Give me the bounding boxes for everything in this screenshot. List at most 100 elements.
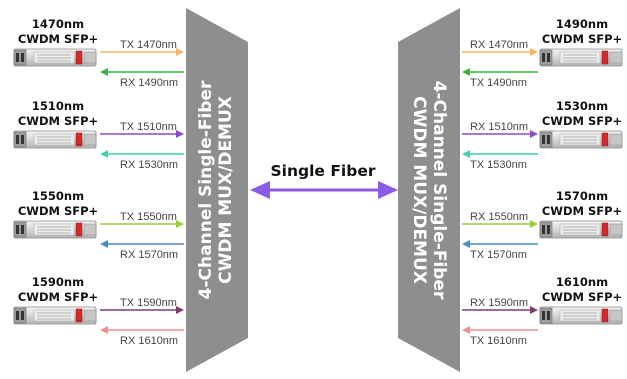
right-tx-arrow [462, 326, 538, 334]
left-module-type: CWDM SFP+ [18, 204, 98, 218]
sfp-transceiver-icon [13, 48, 97, 67]
right-mux-label-line2: CWDM MUX/DEMUX [409, 96, 429, 284]
left-mux-label-line1: 4-Channel Single-Fiber [196, 80, 216, 299]
right-tx-arrow [462, 68, 538, 76]
single-fiber-link: Single Fiber [250, 162, 398, 199]
left-module-wavelength: 1550nm [32, 189, 84, 203]
sfp-port-hole [21, 311, 24, 320]
right-mux-demux: 4-Channel Single-Fiber CWDM MUX/DEMUX [398, 8, 460, 372]
right-module-type: CWDM SFP+ [542, 204, 622, 218]
sfp-port [539, 131, 553, 148]
sfp-rear [609, 51, 623, 64]
sfp-port-hole [547, 311, 550, 320]
sfp-latch [75, 222, 83, 237]
sfp-port-hole [547, 135, 550, 144]
left-tx-label: TX 1510nm [120, 121, 177, 133]
sfp-rear [83, 51, 97, 64]
left-rx-arrow [100, 150, 184, 158]
sfp-port-hole [542, 225, 545, 234]
left-tx-arrow [100, 220, 184, 228]
right-tx-arrow [462, 240, 538, 248]
left-module-wavelength: 1470nm [32, 17, 84, 31]
sfp-rear [609, 223, 623, 236]
channel-arrowhead [100, 240, 108, 248]
left-module-type: CWDM SFP+ [18, 32, 98, 46]
sfp-label-sticker [559, 51, 601, 64]
sfp-latch [601, 222, 609, 237]
single-fiber-label: Single Fiber [271, 162, 376, 180]
sfp-rear [83, 133, 97, 146]
left-rx-label: RX 1490nm [120, 77, 178, 89]
sfp-port [13, 49, 27, 66]
left-tx-arrow [100, 306, 184, 314]
channel-arrowhead [176, 130, 184, 138]
channel-arrowhead [530, 48, 538, 56]
sfp-latch [601, 132, 609, 147]
sfp-port-hole [16, 135, 19, 144]
left-rx-arrow [100, 240, 184, 248]
right-rx-arrow [462, 48, 538, 56]
sfp-rear [609, 133, 623, 146]
left-mux-label-line2: CWDM MUX/DEMUX [216, 96, 236, 284]
left-rx-label: RX 1530nm [120, 159, 178, 171]
sfp-transceiver-icon [539, 306, 623, 325]
channel-arrowhead [462, 68, 470, 76]
left-rx-arrow [100, 326, 184, 334]
sfp-port-hole [547, 225, 550, 234]
right-rx-arrow [462, 220, 538, 228]
sfp-label-sticker [33, 51, 75, 64]
sfp-label-sticker [559, 309, 601, 322]
channel-arrowhead [462, 150, 470, 158]
sfp-latch [75, 132, 83, 147]
right-module-type: CWDM SFP+ [542, 290, 622, 304]
channel-arrowhead [530, 306, 538, 314]
left-mux-body [186, 8, 248, 372]
sfp-port [13, 307, 27, 324]
sfp-port-hole [542, 53, 545, 62]
channel-arrowhead [462, 326, 470, 334]
sfp-port-hole [542, 311, 545, 320]
sfp-port-hole [21, 225, 24, 234]
left-mux-demux: 4-Channel Single-Fiber CWDM MUX/DEMUX [186, 8, 248, 372]
right-module-wavelength: 1570nm [556, 189, 608, 203]
single-fiber-arrowhead-left [250, 181, 270, 199]
sfp-rear [83, 309, 97, 322]
left-tx-label: TX 1590nm [120, 297, 177, 309]
sfp-transceiver-icon [539, 130, 623, 149]
right-rx-label: RX 1470nm [470, 39, 528, 51]
sfp-port-hole [547, 53, 550, 62]
sfp-port-hole [542, 135, 545, 144]
channel-arrowhead [176, 220, 184, 228]
sfp-port [539, 221, 553, 238]
right-mux-label-line1: 4-Channel Single-Fiber [429, 81, 449, 300]
sfp-rear [609, 309, 623, 322]
right-rx-label: RX 1590nm [470, 297, 528, 309]
channel-arrowhead [176, 48, 184, 56]
sfp-port-hole [16, 53, 19, 62]
sfp-latch [601, 308, 609, 323]
sfp-port-hole [21, 53, 24, 62]
sfp-label-sticker [33, 309, 75, 322]
sfp-latch [75, 308, 83, 323]
right-mux-body [398, 8, 460, 372]
left-module-type: CWDM SFP+ [18, 114, 98, 128]
right-rx-label: RX 1550nm [470, 211, 528, 223]
right-rx-arrow [462, 306, 538, 314]
sfp-rear [83, 223, 97, 236]
sfp-port-hole [16, 311, 19, 320]
sfp-transceiver-icon [539, 48, 623, 67]
channel-arrowhead [530, 220, 538, 228]
sfp-port [13, 221, 27, 238]
sfp-transceiver-icon [13, 306, 97, 325]
channel-arrowhead [462, 240, 470, 248]
right-rx-label: RX 1510nm [470, 121, 528, 133]
left-rx-label: RX 1610nm [120, 335, 178, 347]
